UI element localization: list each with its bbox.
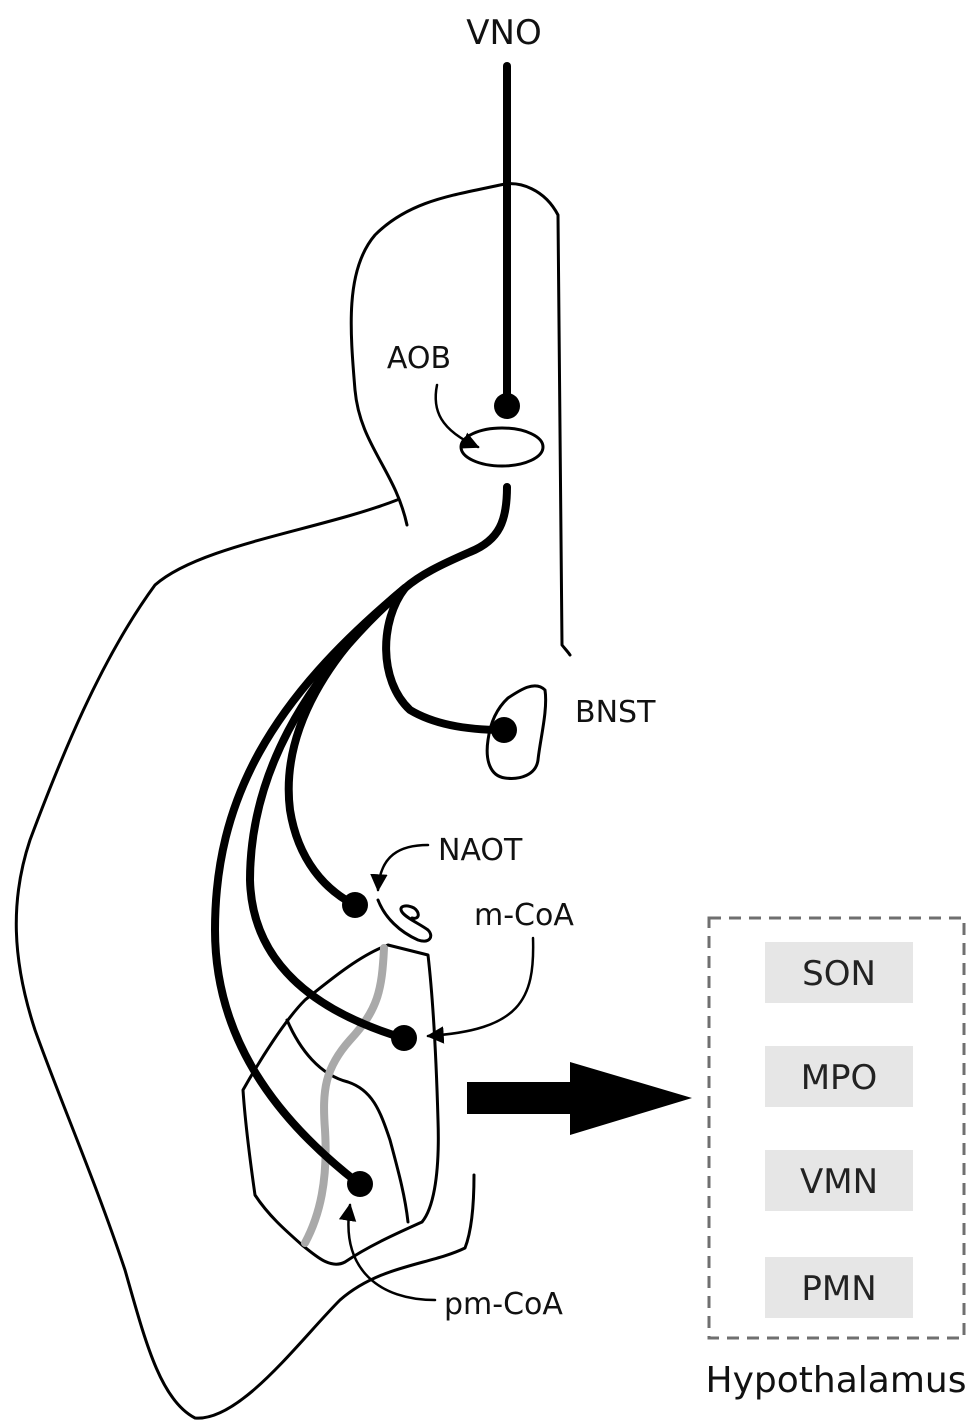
aob-output-tract <box>405 487 507 588</box>
nucleus-label: MPO <box>801 1058 878 1098</box>
nucleus-label: VMN <box>800 1162 878 1202</box>
hypothalamus-nucleus: SON <box>765 942 913 1003</box>
hypothalamus-nucleus: PMN <box>765 1257 913 1318</box>
nucleus-label: SON <box>802 954 876 994</box>
hypothalamus-nucleus: MPO <box>765 1046 913 1107</box>
naot-label: NAOT <box>438 833 523 868</box>
pm-coa-node <box>347 1171 373 1197</box>
bnst-node <box>491 717 517 743</box>
amygdala-inner-outline <box>287 1020 408 1222</box>
aob-pointer-arrow <box>436 385 478 447</box>
vno-label: VNO <box>466 13 541 53</box>
naot-pointer-arrow <box>378 845 428 890</box>
projection-arrow <box>467 1062 692 1135</box>
aob-node <box>494 393 520 419</box>
hypothalamus-nucleus: VMN <box>765 1150 913 1211</box>
amygdala-outline <box>243 945 438 1264</box>
brain-outline <box>351 184 570 655</box>
naot-node <box>342 892 368 918</box>
aob-label: AOB <box>387 341 451 376</box>
m-coa-label: m-CoA <box>474 898 574 933</box>
nucleus-label: PMN <box>801 1269 876 1309</box>
hypothalamus-label: Hypothalamus <box>706 1360 967 1401</box>
naot-shape <box>378 900 431 941</box>
bnst-label: BNST <box>575 695 656 730</box>
pm-coa-label: pm-CoA <box>444 1287 563 1322</box>
brain-lateral-outline <box>16 500 474 1418</box>
m-coa-pointer-arrow <box>428 938 533 1036</box>
aob-shape <box>461 428 543 466</box>
tract-to-bnst <box>386 588 503 730</box>
m-coa-node <box>391 1025 417 1051</box>
